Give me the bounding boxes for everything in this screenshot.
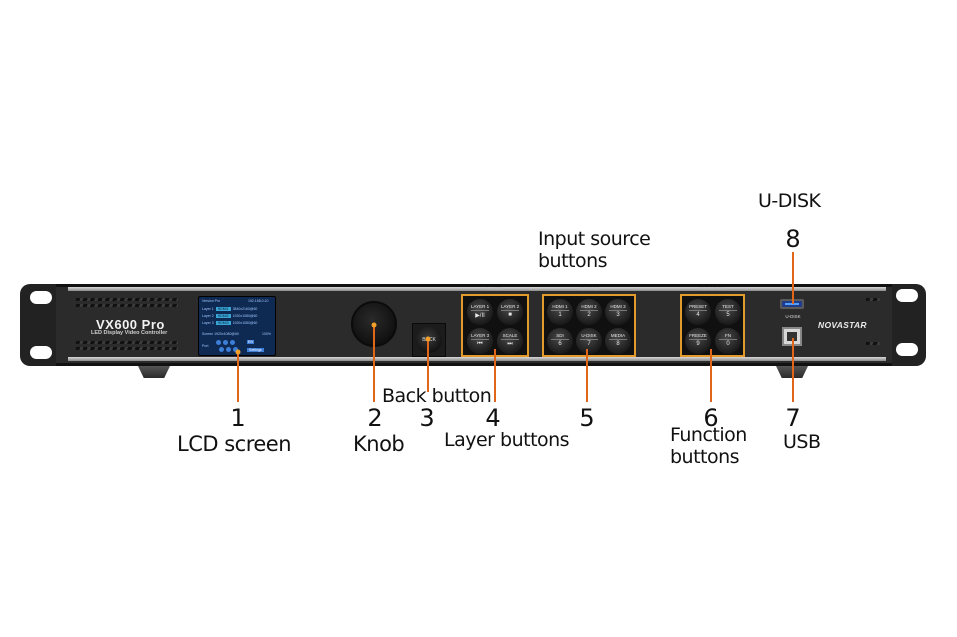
leader-line-2	[373, 325, 375, 402]
callout-label-4: Layer buttons	[444, 429, 570, 451]
callout-label-6-line1: Function	[670, 424, 747, 446]
port-indicator	[216, 340, 221, 345]
screen-resolution: 1920x1080@60	[214, 332, 239, 336]
callout-number-1: 1	[230, 404, 246, 432]
callout-number-8: 8	[785, 225, 801, 253]
layer-resolution: 1920x1080@60	[232, 314, 258, 318]
lcd-settings-button: Settings	[247, 348, 264, 352]
leader-line-6	[710, 349, 712, 402]
layer-name: Layer 1	[202, 307, 214, 311]
leader-line-8	[792, 252, 794, 304]
callout-label-5-line1: Input source	[538, 228, 651, 250]
leader-line-3	[427, 339, 429, 392]
leader-dot	[235, 349, 241, 355]
callout-number-6: 6	[703, 404, 719, 432]
back-button-housing: BACK	[412, 323, 446, 357]
lcd-screen-row: Screen 1920x1080@60 100%	[202, 332, 271, 336]
mount-hole	[896, 343, 918, 356]
callout-number-2: 2	[367, 404, 383, 432]
callout-label-3: Back button	[382, 385, 492, 407]
vent	[866, 342, 880, 345]
vent	[76, 298, 178, 301]
callout-label-5-line2: buttons	[538, 250, 608, 272]
group-title: SOURCE	[578, 286, 600, 291]
layer-name: Layer 3	[202, 321, 214, 325]
layer-3-button[interactable]: LAYER 3⏮	[467, 328, 493, 354]
callout-number-3: 3	[419, 404, 435, 432]
leader-line-4	[494, 349, 496, 402]
leader-dot	[371, 322, 377, 328]
leader-line-1	[237, 352, 239, 402]
layer-source: HDMI2	[215, 314, 231, 318]
callout-number-7: 7	[785, 404, 801, 432]
vent	[76, 341, 178, 344]
model-subtitle: LED Display Video Controller	[91, 330, 168, 336]
callout-label-6-line2: buttons	[670, 446, 740, 468]
top-rail	[68, 287, 886, 291]
callout-number-4: 4	[485, 404, 501, 432]
brightness-value: 100%	[262, 332, 271, 336]
layer-1-button[interactable]: LAYER 1▶/II	[467, 299, 493, 325]
scale-button[interactable]: SCALE⏭	[497, 328, 523, 354]
leader-line-7	[792, 338, 794, 402]
brand-logo: NOVASTAR	[818, 320, 867, 330]
callout-label-1: LCD screen	[177, 432, 292, 456]
layer-button-group: LAYER LAYER 1▶/II LAYER 2■ LAYER 3⏮ SCAL…	[461, 286, 529, 357]
lcd-header: Version Pro 192.168.0.10	[202, 299, 268, 303]
callout-label-2: Knob	[353, 432, 405, 456]
port-indicator	[230, 340, 235, 345]
leader-dot	[425, 336, 431, 342]
mount-hole	[896, 289, 918, 302]
vent	[76, 347, 178, 350]
foot-left	[138, 366, 170, 378]
usb-a-label: U-DISK	[785, 314, 801, 319]
layer-2-button[interactable]: LAYER 2■	[497, 299, 523, 325]
layer-resolution: 1920x1080@60	[232, 321, 258, 325]
lcd-header-right: 192.168.0.10	[248, 299, 269, 303]
group-title: LAYER	[487, 286, 503, 291]
callout-label-8: U-DISK	[758, 190, 821, 212]
vent	[866, 298, 880, 301]
port-indicator	[223, 340, 228, 345]
lcd-header-left: Version Pro	[202, 299, 221, 303]
bottom-rail	[68, 357, 886, 361]
callout-label-7: USB	[783, 431, 821, 453]
layer-source: HDMI1	[215, 307, 231, 311]
layer-resolution: 3840x2160@60	[232, 307, 258, 311]
leader-line-5	[586, 349, 588, 402]
group-title: FUNCTION	[699, 286, 726, 291]
mount-hole	[30, 346, 52, 359]
callout-number-5: 5	[579, 404, 595, 432]
vent	[76, 304, 178, 307]
port-indicator	[226, 347, 231, 352]
mount-hole	[30, 291, 52, 304]
layer-source: HDMI3	[215, 321, 231, 325]
port-label: Port	[202, 344, 209, 348]
layer-name: Layer 2	[202, 314, 214, 318]
port-indicator	[219, 347, 224, 352]
lcd-tab: EN	[247, 340, 254, 344]
screen-label: Screen	[202, 332, 214, 336]
model-name: VX600 Pro	[96, 317, 165, 332]
